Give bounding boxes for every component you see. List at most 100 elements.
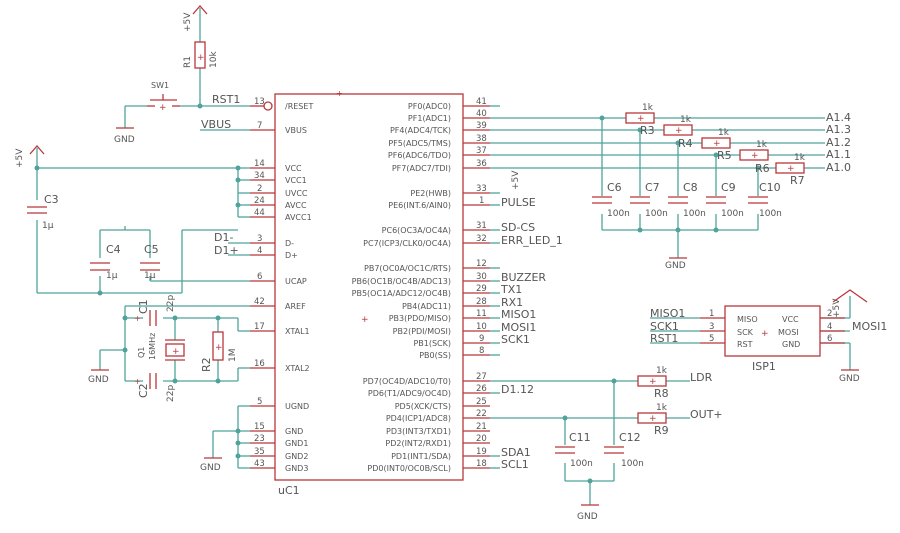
svg-text:100n: 100n [645, 209, 668, 219]
svg-text:+: + [761, 329, 769, 339]
net-rst1: RST1 [212, 93, 240, 106]
svg-text:C6: C6 [607, 181, 622, 194]
pin-num: 31 [476, 221, 487, 231]
svg-text:10k: 10k [209, 51, 219, 68]
gnd-symbol-aref: GND [88, 369, 109, 385]
capacitor-c10: C10 100n [748, 181, 782, 219]
mcu-origin-mark: + [336, 89, 343, 98]
svg-text:1µ: 1µ [106, 271, 118, 281]
svg-text:22p: 22p [166, 385, 176, 402]
pin-name: PF6(ADC6/TDO) [388, 151, 451, 160]
mcu-right-pins: 41 PF0(ADC0) 40 PF1(ADC1) 39 PF4(ADC4/TC… [352, 97, 487, 473]
pin-name: AVCC1 [285, 213, 312, 222]
net-pulse: PULSE [501, 196, 536, 209]
pin-name: D+ [285, 251, 298, 260]
pin-num: 24 [254, 196, 265, 206]
svg-text:C10: C10 [759, 181, 781, 194]
pin-name: VCC [285, 164, 302, 173]
svg-text:100n: 100n [683, 209, 706, 219]
vcc-symbol-c3: +5V [15, 145, 45, 168]
svg-text:1k: 1k [718, 128, 730, 138]
isp-pin-num: 2 [827, 309, 832, 319]
isp-header: + 1 MISO 2 VCC 3 SCK 4 MOSI 5 RST 6 GND … [700, 305, 845, 373]
pin-num: 6 [257, 272, 262, 282]
pin-num: 18 [476, 459, 487, 469]
pin-num: 25 [476, 397, 487, 407]
pin-num: 40 [476, 109, 487, 119]
pin-name: PB6(OC1B/OC4B/ADC13) [352, 277, 451, 286]
pin-num: 11 [476, 309, 487, 319]
pin-name: PB7(OC0A/OC1C/RTS) [364, 264, 451, 273]
resistor-r3: + 1k R3 [625, 103, 655, 137]
pin-name: D- [285, 239, 294, 248]
svg-text:+: + [649, 414, 657, 424]
pin-num: 1 [479, 196, 484, 206]
capacitor-c4: C4 1µ [90, 243, 121, 281]
svg-text:1µ: 1µ [42, 221, 54, 231]
pin-name: AREF [285, 302, 306, 311]
pin-num: 2 [257, 184, 262, 194]
resistor-r7: + 1k R7 [775, 153, 806, 187]
svg-text:GND: GND [665, 261, 686, 271]
isp-pin-num: 6 [827, 334, 832, 344]
pin-num: 38 [476, 134, 487, 144]
gnd-symbol-caps: GND [665, 257, 687, 271]
isp-pin-name: SCK [737, 328, 754, 337]
capacitor-c11: C11 100n [555, 431, 593, 469]
wires-right [490, 105, 851, 505]
pin-name: PF5(ADC5/TMS) [388, 139, 451, 148]
pin-num: 36 [476, 159, 487, 169]
svg-text:22p: 22p [166, 295, 176, 312]
pin-num: 3 [257, 234, 262, 244]
svg-text:1µ: 1µ [144, 271, 156, 281]
pin-num: 10 [476, 322, 487, 332]
pin-num: 4 [257, 246, 262, 256]
svg-text:+5V: +5V [183, 12, 193, 32]
svg-text:C12: C12 [619, 431, 641, 444]
mcu-name: uC1 [278, 484, 300, 497]
resistor-r9: + 1k R9 [637, 403, 669, 437]
svg-text:100n: 100n [607, 209, 630, 219]
svg-text:R6: R6 [755, 162, 770, 175]
svg-text:C1: C1 [137, 299, 150, 314]
pin-name: PD1(INT1/SDA) [391, 452, 451, 461]
svg-text:GND: GND [114, 135, 135, 145]
pin-name: GND2 [285, 452, 308, 461]
svg-text:GND: GND [839, 374, 860, 384]
pin-name: PF4(ADC4/TCK) [390, 126, 451, 135]
pin-num: 14 [254, 159, 265, 169]
isp-pin-name: MOSI [778, 328, 799, 337]
pin-num: 33 [476, 184, 487, 194]
net-d1-12: D1.12 [501, 383, 534, 396]
mcu-body [274, 93, 464, 481]
svg-text:+: + [787, 164, 795, 174]
net-buzzer: BUZZER [501, 271, 546, 284]
capacitor-c12: C12 100n [604, 431, 644, 469]
pin-name: /RESET [285, 102, 313, 111]
net-a14: A1.4 [826, 111, 851, 124]
pin-name: PB2(PDI/MOSI) [393, 327, 451, 336]
pin-name: PD3(INT3/TXD1) [386, 427, 451, 436]
power-symbols: +5V +5V +5V +5V GND GND GND GND [15, 5, 868, 522]
pin-name: PD7(OC4D/ADC10/T0) [363, 377, 451, 386]
svg-text:+: + [215, 343, 223, 353]
svg-text:100n: 100n [570, 459, 593, 469]
resistor-r5: + 1k R5 [701, 128, 732, 162]
vcc-symbol-pulse: +5V [832, 289, 868, 318]
svg-text:1M: 1M [228, 349, 238, 363]
capacitor-c2: C2 22p + [134, 373, 176, 402]
pin-num: 42 [254, 297, 265, 307]
svg-text:R3: R3 [640, 124, 655, 137]
pin-name: UCAP [285, 277, 307, 286]
gnd-symbol-sw1: GND [114, 127, 135, 145]
pin-name: PD0(INT0/OC0B/SCL) [367, 464, 451, 473]
isp-pin-num: 5 [709, 334, 714, 344]
mcu-right-pin-stubs [463, 105, 490, 469]
pin-name: PB4(ADC11) [402, 302, 451, 311]
net-ldr: LDR [690, 371, 713, 384]
net-d-plus: D1+ [214, 244, 239, 257]
gnd-symbol-mcu: GND [200, 457, 222, 473]
isp-pin-num: 4 [827, 322, 832, 332]
svg-text:C4: C4 [106, 243, 121, 256]
